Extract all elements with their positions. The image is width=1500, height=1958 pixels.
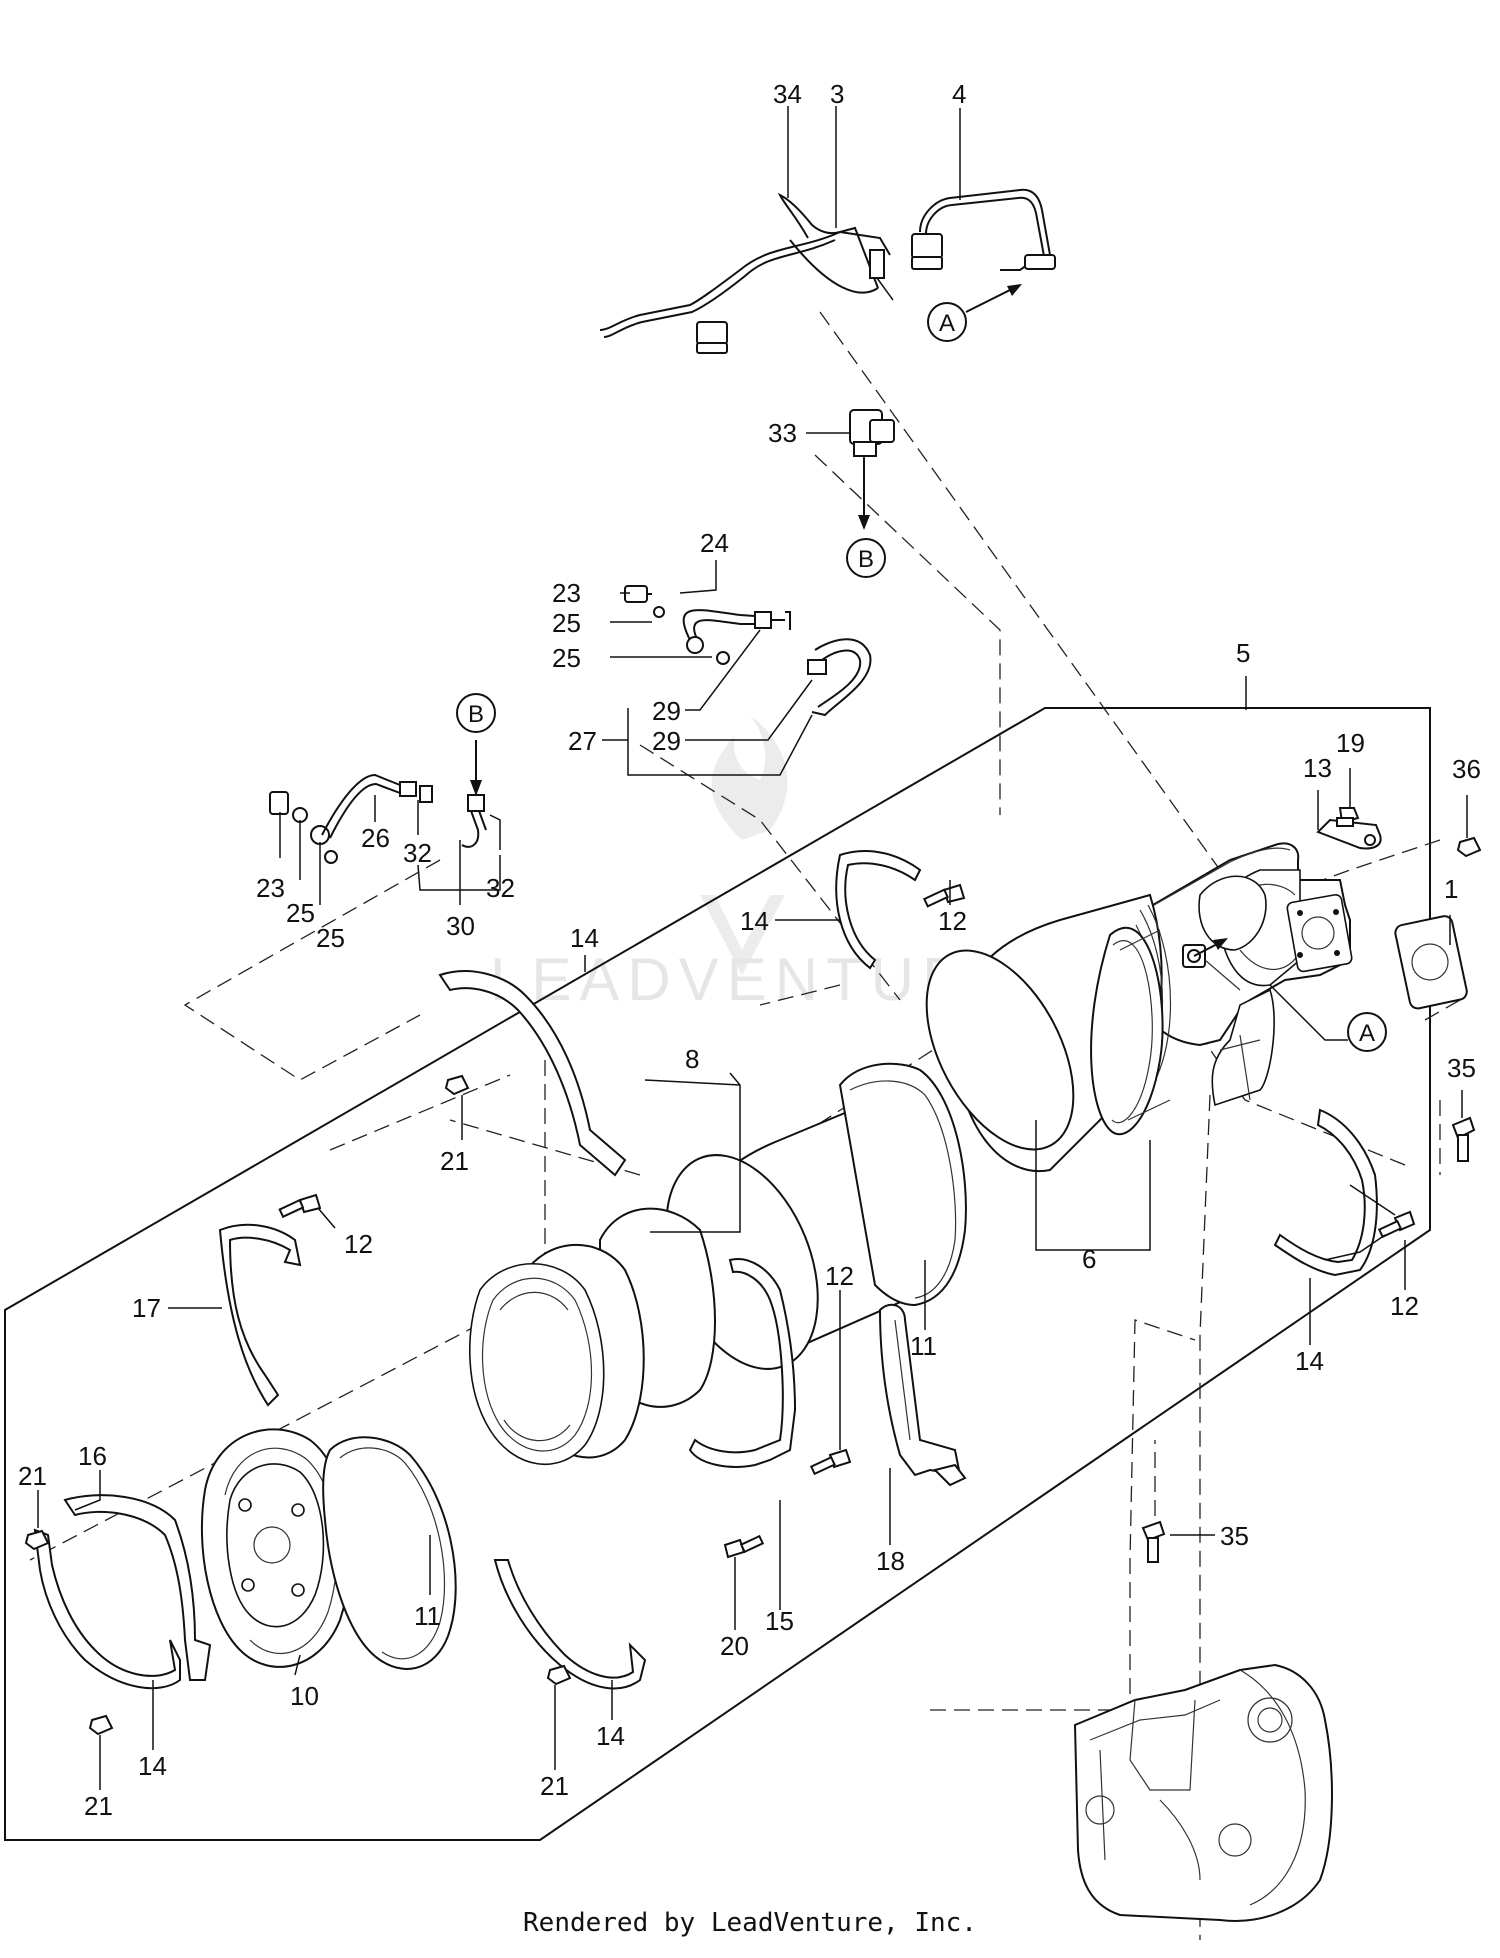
- callout-12-upper: 12: [938, 906, 967, 936]
- callout-21-lower-left: 21: [84, 1791, 113, 1821]
- callout-18: 18: [876, 1546, 905, 1576]
- callout-25-lower-a: 25: [286, 898, 315, 928]
- callout-36: 36: [1452, 754, 1481, 784]
- callout-33: 33: [768, 418, 797, 448]
- callout-17: 17: [132, 1293, 161, 1323]
- dpf-housing-flange: [1090, 926, 1171, 1136]
- callout-12-right: 12: [1390, 1291, 1419, 1321]
- callout-25-lower-b: 25: [316, 923, 345, 953]
- callout-29-b: 29: [652, 726, 681, 756]
- catalyst-inlet-housing: [468, 1207, 716, 1466]
- callout-32-b: 32: [486, 873, 515, 903]
- callout-35-lower: 35: [1220, 1521, 1249, 1551]
- callout-13: 13: [1303, 753, 1332, 783]
- nut-36: [1456, 836, 1482, 858]
- callout-1: 1: [1444, 874, 1458, 904]
- sensor-harness-4: [911, 188, 1056, 271]
- sensor-harness-34-3: [599, 192, 894, 354]
- callout-6: 6: [1082, 1244, 1096, 1274]
- assembly-outline: [4, 707, 1431, 1841]
- pipe-26: [269, 740, 487, 864]
- callout-5: 5: [1236, 638, 1250, 668]
- svg-text:A: A: [939, 310, 955, 337]
- end-cover-10: [200, 1428, 351, 1668]
- svg-text:B: B: [468, 701, 484, 728]
- callout-26: 26: [361, 823, 390, 853]
- callout-24: 24: [700, 528, 729, 558]
- ref-circle-a-lower: A: [1269, 984, 1387, 1052]
- callout-20: 20: [720, 1631, 749, 1661]
- pipe-24-hose-27: [624, 585, 872, 717]
- callout-27: 27: [568, 726, 597, 756]
- pressure-sensor-33: [849, 409, 895, 530]
- callout-16: 16: [78, 1441, 107, 1471]
- bracket-13: [1316, 818, 1382, 850]
- callout-32-a: 32: [403, 838, 432, 868]
- callout-11-lower: 11: [414, 1601, 441, 1631]
- callout-12-center: 12: [825, 1261, 854, 1291]
- clamps: [33, 849, 1378, 1690]
- ref-circle-b-lower: B: [456, 693, 496, 733]
- callout-30: 30: [446, 911, 475, 941]
- callout-25-upper-a: 25: [552, 608, 581, 638]
- gasket-11-lower: [322, 1436, 457, 1670]
- bolt-35-lower: [1141, 1520, 1166, 1563]
- nuts-21: [24, 1074, 572, 1736]
- gasket-11-upper: [838, 1062, 967, 1307]
- callout-15: 15: [765, 1606, 794, 1636]
- bolts-12: [278, 883, 1416, 1476]
- bolt-35-upper: [1451, 1116, 1476, 1162]
- gasket-1: [1394, 915, 1468, 1010]
- callout-35-upper: 35: [1447, 1053, 1476, 1083]
- callout-labels: 34 3 4 33 24 23 25 25 29 29 27 5 13 19 3…: [18, 79, 1481, 1821]
- callout-4: 4: [952, 79, 966, 109]
- svg-text:B: B: [858, 546, 874, 573]
- bracket-18: [878, 1303, 967, 1487]
- footer-credit: Rendered by LeadVenture, Inc.: [523, 1908, 977, 1938]
- svg-text:A: A: [1359, 1020, 1375, 1047]
- callout-19: 19: [1336, 728, 1365, 758]
- leader-lines: [37, 106, 1468, 1790]
- callout-25-upper-b: 25: [552, 643, 581, 673]
- callout-34: 34: [773, 79, 802, 109]
- bolt-19: [1336, 807, 1360, 827]
- flywheel-housing: [1073, 1663, 1333, 1922]
- callout-23-lower: 23: [256, 873, 285, 903]
- callout-21-bottom: 21: [540, 1771, 569, 1801]
- ref-circle-a-top: A: [927, 284, 1022, 342]
- callout-23-upper: 23: [552, 578, 581, 608]
- callout-14-right: 14: [1295, 1346, 1324, 1376]
- callout-14-mid: 14: [570, 923, 599, 953]
- ref-circle-b-top: B: [846, 538, 886, 578]
- callout-14-lower-left: 14: [138, 1751, 167, 1781]
- bolt-20: [723, 1534, 765, 1559]
- callout-10: 10: [290, 1681, 319, 1711]
- callout-14-bottom: 14: [596, 1721, 625, 1751]
- callout-3: 3: [830, 79, 844, 109]
- callout-8: 8: [685, 1044, 699, 1074]
- callout-14-upper: 14: [740, 906, 769, 936]
- callout-11-upper: 11: [910, 1331, 937, 1361]
- callout-21-left: 21: [18, 1461, 47, 1491]
- callout-12-left: 12: [344, 1229, 373, 1259]
- callout-21-upper: 21: [440, 1146, 469, 1176]
- callout-29-a: 29: [652, 696, 681, 726]
